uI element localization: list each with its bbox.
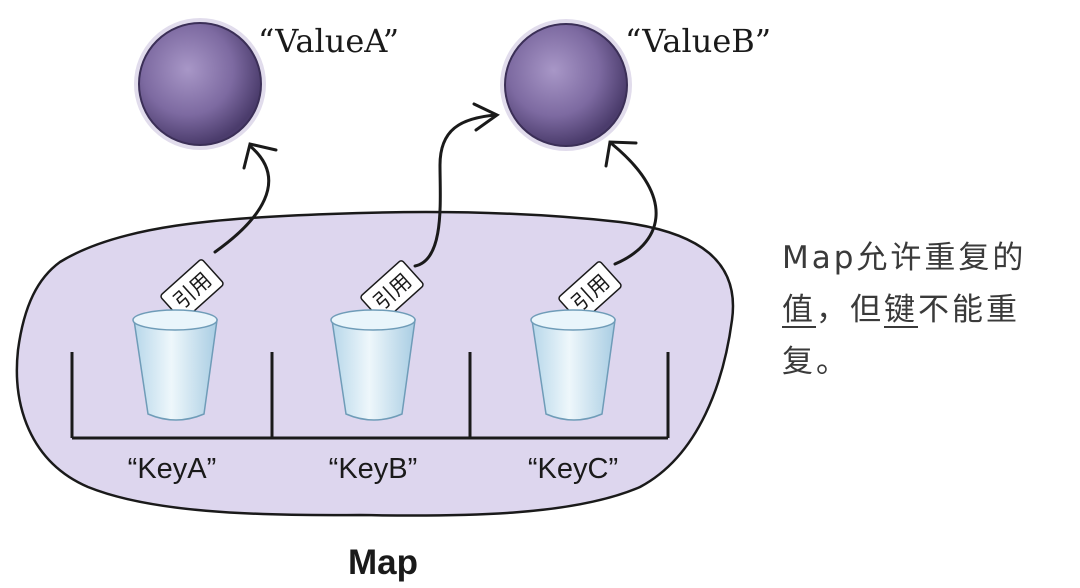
annotation-note: Map允许重复的值，但键不能重复。 bbox=[782, 232, 1072, 388]
ref-arrow-b bbox=[413, 113, 498, 268]
value-ball-b bbox=[500, 19, 632, 151]
value-a-label: “ValueA” bbox=[258, 22, 399, 60]
key-a-label: “KeyA” bbox=[128, 453, 217, 485]
map-label: Map bbox=[348, 543, 418, 582]
ref-arrow-a-head bbox=[242, 142, 278, 170]
note-part-1: Map允许重复的 bbox=[782, 240, 1027, 276]
key-b-label: “KeyB” bbox=[329, 453, 418, 485]
key-slots bbox=[70, 352, 670, 440]
note-value-word: 值 bbox=[782, 292, 816, 328]
ref-arrow-c-head bbox=[604, 140, 638, 168]
value-ball-a bbox=[134, 18, 266, 150]
ref-arrow-c bbox=[610, 142, 658, 266]
value-b-label: “ValueB” bbox=[625, 22, 771, 60]
key-c-label: “KeyC” bbox=[528, 453, 618, 485]
note-key-word: 键 bbox=[884, 292, 918, 328]
key-cup-c bbox=[530, 309, 616, 421]
ref-arrow-b-head bbox=[472, 102, 500, 132]
note-part-2: ，但 bbox=[816, 292, 884, 328]
note-part-3: 不能重复。 bbox=[782, 292, 1020, 380]
key-cup-a bbox=[132, 309, 218, 421]
ref-arrow-a bbox=[213, 144, 271, 254]
key-cup-b bbox=[330, 309, 416, 421]
